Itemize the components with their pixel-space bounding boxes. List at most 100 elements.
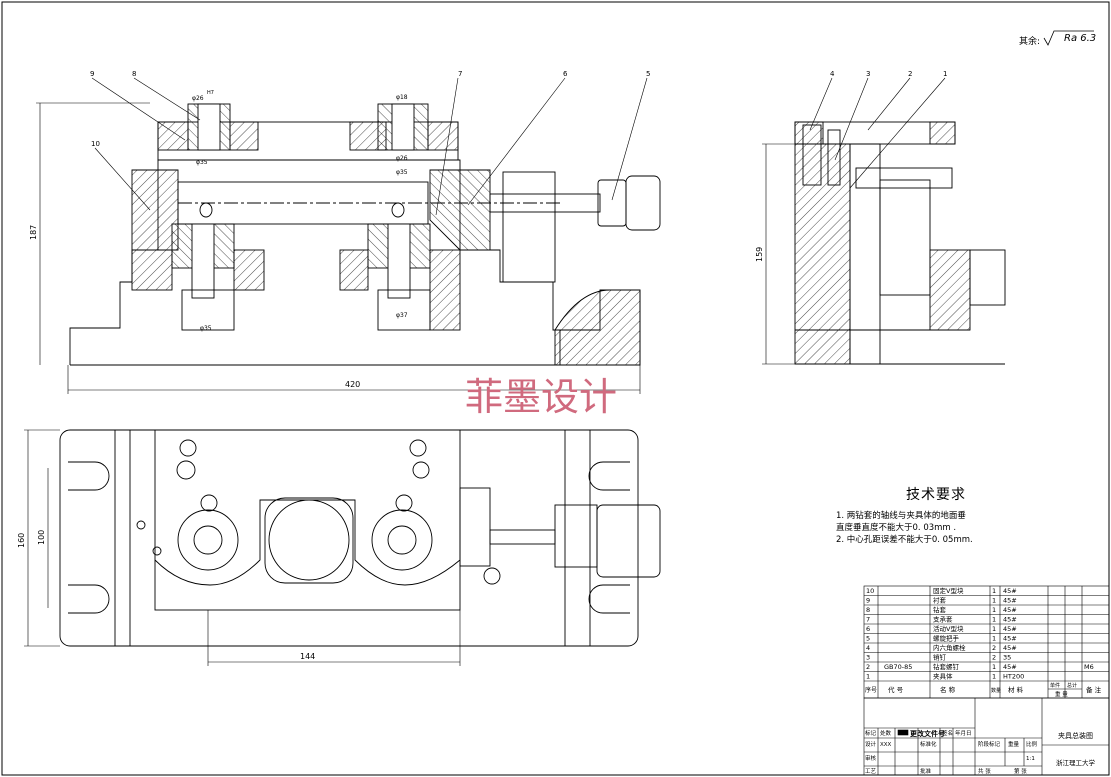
fit-bush-top-left-tol: H7 [207, 90, 214, 96]
bom-no-5: 5 [866, 635, 870, 643]
bom-mat-2: 45# [1003, 663, 1017, 671]
handle-end [625, 175, 661, 231]
plate-hatch-left [157, 121, 189, 151]
roughness-symbol-icon [1043, 30, 1094, 46]
requirements-title: 技术要求 [906, 487, 966, 503]
fit-bush-mid-left: φ35 [196, 159, 208, 166]
drill-bush-right-bore [391, 103, 415, 151]
locating-pin-right [391, 202, 405, 218]
tb-weight: 重量 [1008, 740, 1020, 748]
bom-no-9: 9 [866, 597, 870, 605]
requirement-line: 直度垂直度不能大于0. 03mm . [836, 523, 957, 533]
bom-qty-8: 1 [992, 606, 996, 614]
side-body-right [929, 249, 971, 331]
plan-view [59, 429, 661, 647]
bom-mat-4: 45# [1003, 644, 1017, 652]
bom-mat-1: HT200 [1003, 673, 1024, 681]
bom-header-no: 序号 [865, 686, 877, 694]
handle-knob [597, 179, 627, 227]
bom-no-4: 4 [866, 644, 870, 652]
bom-name-5: 螺旋把手 [933, 634, 960, 643]
tb-school: 浙江理工大学 [1056, 758, 1096, 767]
bom-mat-9: 45# [1003, 597, 1017, 605]
bom-no-8: 8 [866, 606, 870, 614]
plan-hole-2 [176, 460, 196, 480]
bom-qty-4: 2 [992, 644, 996, 652]
bom-qty-9: 1 [992, 597, 996, 605]
requirement-line: 2. 中心孔距误差不能大于0. 05mm. [836, 535, 973, 545]
fit-bush-top-left: φ26 [192, 95, 204, 102]
tb-date: 年月日 [955, 729, 972, 737]
roughness-note: 其余: Ra 6.3 [1019, 30, 1096, 47]
tb-scale: 1:1 [1026, 756, 1035, 762]
tb-sheets-total: 共 张 [978, 767, 991, 775]
leader-9 [91, 77, 186, 141]
side-balloon-labels: 4 3 2 1 [830, 70, 947, 78]
balloon-3: 3 [866, 70, 870, 78]
bom-qty-2: 1 [992, 663, 996, 671]
bom-no-6: 6 [866, 625, 870, 633]
bom-qty-5: 1 [992, 635, 996, 643]
side-balloons [809, 77, 946, 189]
dim-plan-depth: 160 [17, 533, 26, 548]
drill-bush-left-bore [197, 103, 221, 151]
body-hatch-4 [429, 249, 461, 331]
bom-header-weight: 重 量 [1055, 690, 1068, 698]
screw-rod [489, 193, 601, 213]
leader-3 [834, 77, 869, 161]
plan-bush-left-inner [193, 525, 223, 555]
bom-name-2: 钻套螺钉 [933, 662, 960, 671]
bom-no-2: 2 [866, 663, 870, 671]
dim-height-front: 187 [29, 225, 38, 240]
body-hatch-1 [131, 249, 173, 291]
tb-mark: 标记 [865, 729, 877, 737]
tb-filled-cell [897, 729, 909, 736]
support-sleeve-right-bore [387, 223, 411, 299]
requirement-line: 1. 两钻套的轴线与夹具体的地面垂 [836, 511, 966, 521]
balloon-10: 10 [91, 140, 100, 148]
technical-requirements: 技术要求 1. 两钻套的轴线与夹具体的地面垂 直度垂直度不能大于0. 03mm … [836, 484, 1036, 546]
bom-name-1: 夹具体 [933, 672, 953, 681]
tb-design-name: XXX [880, 742, 892, 748]
leader-4 [809, 77, 833, 131]
fit-bush-mid-right-a: φ26 [396, 155, 408, 162]
bom-name-3: 销钉 [933, 653, 947, 662]
side-pin [827, 129, 841, 186]
side-body-mid [849, 143, 881, 365]
front-section-view [69, 103, 661, 366]
plan-pin-1 [136, 520, 146, 530]
plan-hole-4 [412, 461, 430, 479]
leader-6 [467, 77, 566, 206]
balloon-5: 5 [646, 70, 650, 78]
title-block [863, 697, 1110, 776]
balloon-1: 1 [943, 70, 947, 78]
plan-workpiece-circle [268, 499, 350, 581]
plan-dimensions [24, 429, 461, 666]
support-sleeve-left-bore [191, 223, 215, 299]
plan-bush-left-outer [177, 509, 239, 571]
bom-qty-10: 1 [992, 587, 996, 595]
fit-bush-bottom-right: φ37 [396, 312, 408, 319]
side-shaft [855, 167, 953, 189]
balloon-4: 4 [830, 70, 835, 78]
leader-5 [611, 77, 648, 201]
bom-header-code: 代 号 [888, 685, 904, 694]
bom-qty-3: 2 [992, 654, 996, 662]
plan-screw-left [200, 494, 218, 512]
plan-handle-knob [596, 504, 661, 578]
side-dimensions [762, 143, 795, 365]
roughness-value: Ra 6.3 [1064, 33, 1096, 44]
dim-bottom-width: 144 [300, 652, 315, 661]
title-block-frame [863, 697, 1110, 776]
tb-change-no: 更改文件号 [910, 729, 945, 738]
bom-name-7: 支承套 [933, 615, 953, 624]
fit-bush-mid-right-b: φ35 [396, 169, 408, 176]
tb-scale-label: 比例 [1026, 740, 1038, 748]
bom-rows: 10 固定V型块 1 45# 9 衬套 1 45# 8 钻套 1 45# 7 支… [865, 586, 1102, 698]
roughness-label: 其余: [1019, 35, 1040, 47]
plan-slot-right-bottom [588, 584, 630, 614]
plan-bush-right-inner [387, 525, 417, 555]
title-block-text: 标记 处数 更改文件号 签名 年月日 设计 XXX 标准化 阶段标记 重量 比例… [865, 729, 1096, 775]
